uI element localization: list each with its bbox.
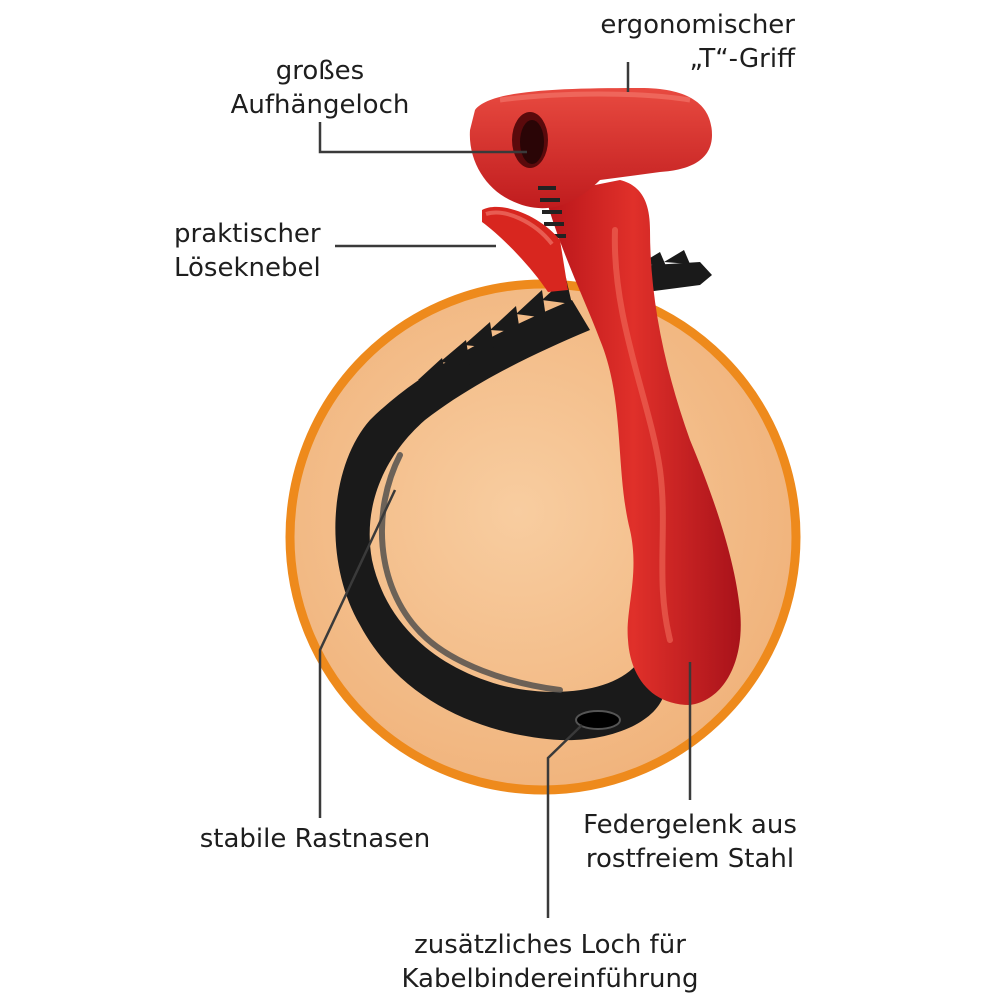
label-spring-joint-line2: rostfreiem Stahl <box>585 844 795 874</box>
leader-hang-hole <box>318 122 527 154</box>
label-tie-hole-line2: Kabelbindereinführung <box>401 964 699 994</box>
label-t-grip-line1: ergonomischer <box>600 10 795 40</box>
leader-ratchet <box>318 489 397 818</box>
label-t-grip: ergonomischer „T“-Griff <box>560 8 795 76</box>
label-t-grip-line2: „T“-Griff <box>689 44 795 74</box>
label-release-lever-line1: praktischer <box>174 219 321 249</box>
red-handle <box>469 88 741 705</box>
label-hang-hole-line1: großes <box>275 56 365 86</box>
leader-lines <box>318 62 692 918</box>
label-tie-hole-line1: zusätzliches Loch für <box>414 930 686 960</box>
label-hang-hole-line2: Aufhängeloch <box>230 90 410 120</box>
label-tie-hole: zusätzliches Loch für Kabelbindereinführ… <box>390 928 710 996</box>
release-lever <box>482 206 568 292</box>
label-spring-joint-line1: Federgelenk aus <box>583 810 797 840</box>
leader-tie-hole <box>546 724 583 918</box>
tie-hole <box>575 710 621 730</box>
label-release-lever-line2: Löseknebel <box>174 253 321 283</box>
label-spring-joint: Federgelenk aus rostfreiem Stahl <box>575 808 805 876</box>
label-release-lever: praktischer Löseknebel <box>174 217 344 285</box>
label-ratchet-teeth-line1: stabile Rastnasen <box>199 824 431 854</box>
label-hang-hole: großes Aufhängeloch <box>205 54 435 122</box>
label-ratchet-teeth: stabile Rastnasen <box>195 822 435 856</box>
